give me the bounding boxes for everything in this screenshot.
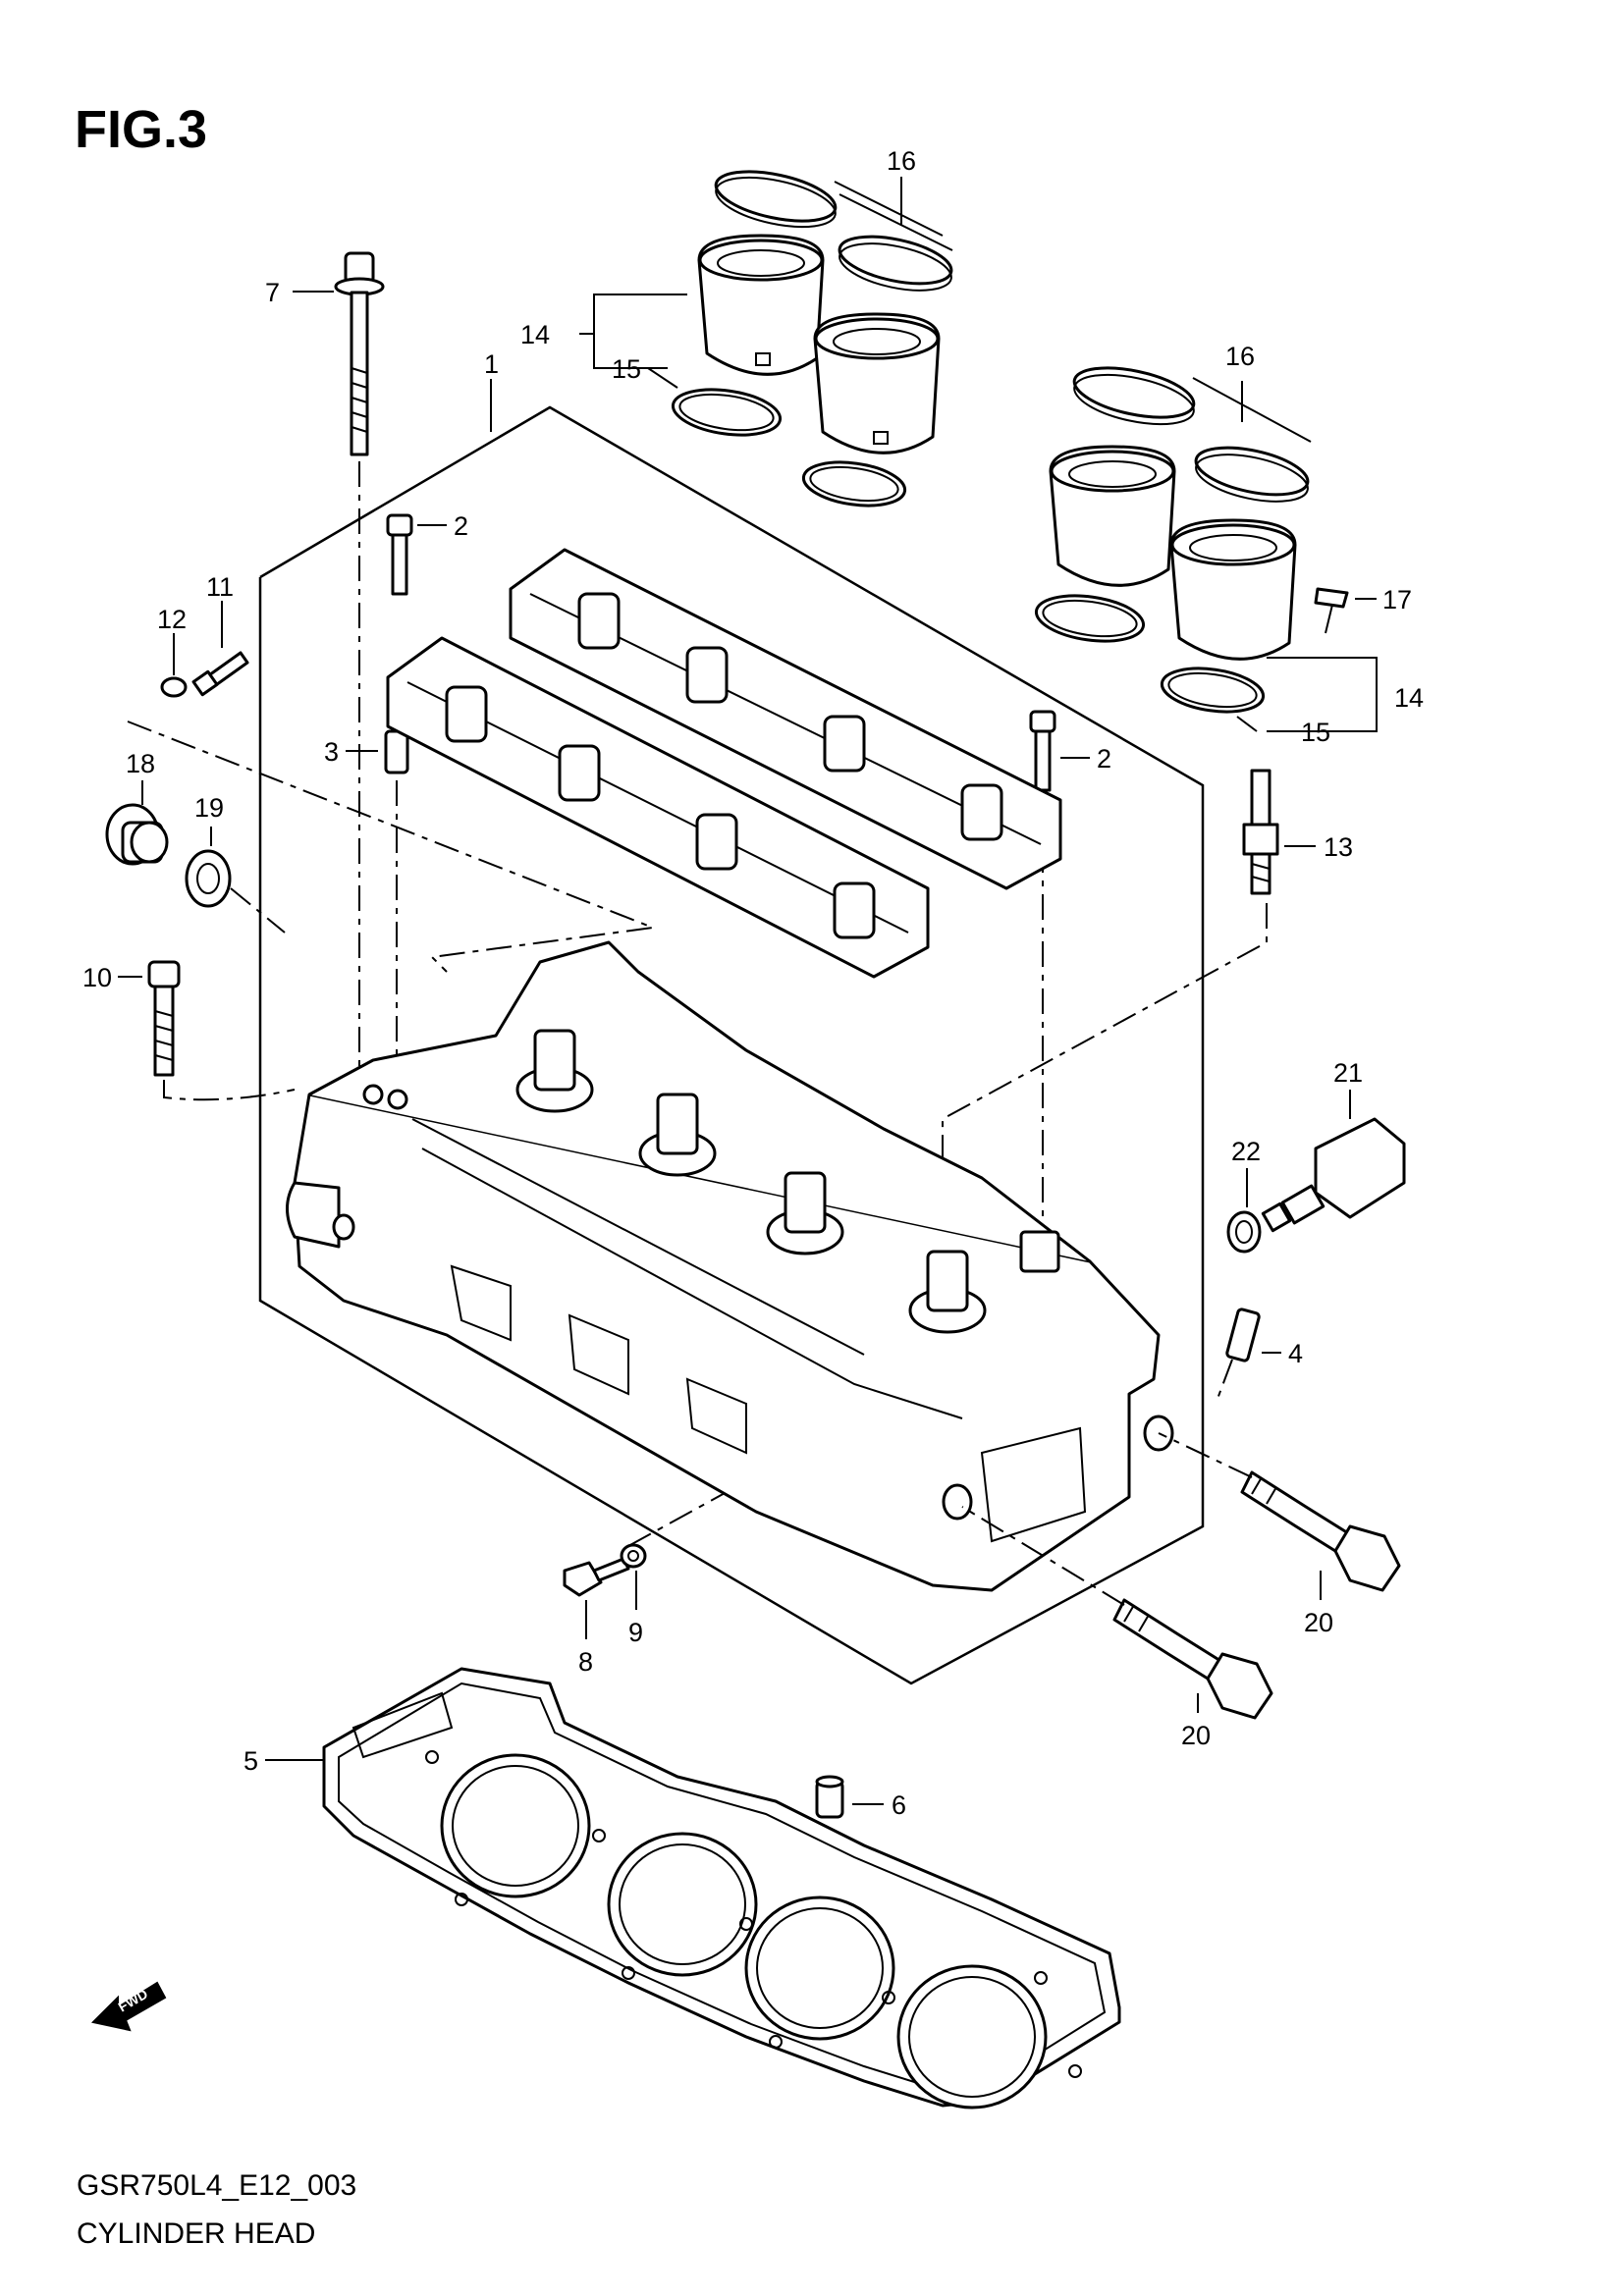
callout-5: 5 (243, 1746, 258, 1776)
callout-10: 10 (82, 963, 112, 992)
intake-pipe-set-lower (1034, 366, 1378, 732)
cylinder-head (286, 940, 1174, 1592)
spark-plug-13 (1242, 769, 1316, 895)
gasket-19 (185, 827, 286, 934)
temperature-sensor-21 (1261, 1090, 1406, 1233)
callout-12: 12 (157, 605, 187, 634)
callout-11: 11 (206, 572, 234, 602)
callout-19: 19 (194, 793, 224, 823)
dowel-6 (815, 1775, 884, 1819)
bolt-2-left (386, 513, 447, 596)
callout-1: 1 (484, 349, 499, 379)
screw-17 (1314, 587, 1377, 634)
callout-9: 9 (628, 1618, 643, 1647)
bolt-7 (293, 251, 385, 1085)
bolt-10 (118, 960, 296, 1101)
camshaft-holder-front (386, 636, 930, 979)
dowel-3 (346, 729, 409, 1090)
callout-labels: 16 14 15 7 1 16 2 11 12 17 14 15 18 3 2 … (82, 146, 1424, 1820)
washer-9 (620, 1543, 647, 1610)
callout-2: 2 (454, 511, 468, 541)
dowel-4 (1217, 1308, 1281, 1400)
callout-3: 3 (324, 737, 339, 767)
caption-name: CYLINDER HEAD (77, 2217, 315, 2250)
callout-20: 20 (1181, 1721, 1211, 1750)
fwd-arrow-icon: FWD (90, 1981, 167, 2032)
callout-4: 4 (1288, 1339, 1303, 1368)
bolt-20-left (961, 1506, 1273, 1720)
callout-2: 2 (1097, 744, 1111, 774)
callout-7: 7 (265, 278, 280, 307)
callout-18: 18 (126, 749, 155, 778)
callout-13: 13 (1324, 832, 1353, 862)
bolt-20-right (1158, 1432, 1401, 1600)
callout-22: 22 (1231, 1137, 1261, 1166)
washer-12 (160, 633, 188, 698)
callout-16: 16 (887, 146, 916, 176)
callout-15: 15 (1301, 718, 1330, 747)
bolt-8 (563, 1557, 630, 1639)
camshaft-holder-rear (509, 548, 1062, 890)
callout-20: 20 (1304, 1608, 1333, 1637)
callout-16: 16 (1225, 342, 1255, 371)
callout-6: 6 (892, 1790, 906, 1820)
callout-17: 17 (1382, 585, 1412, 614)
callout-14: 14 (1394, 683, 1424, 713)
callout-14: 14 (520, 320, 550, 349)
intake-pipe-set-upper (579, 170, 953, 507)
callout-21: 21 (1333, 1058, 1363, 1088)
figure-title: FIG.3 (75, 100, 207, 159)
callout-8: 8 (578, 1647, 593, 1677)
gasket-22 (1226, 1168, 1262, 1254)
plug-11 (191, 601, 249, 697)
cylinder-head-gasket-5 (265, 1667, 1121, 2109)
callout-15: 15 (612, 354, 641, 384)
caption-code: GSR750L4_E12_003 (77, 2169, 356, 2202)
assembly-frame (258, 379, 1205, 1685)
plug-18 (105, 780, 169, 866)
